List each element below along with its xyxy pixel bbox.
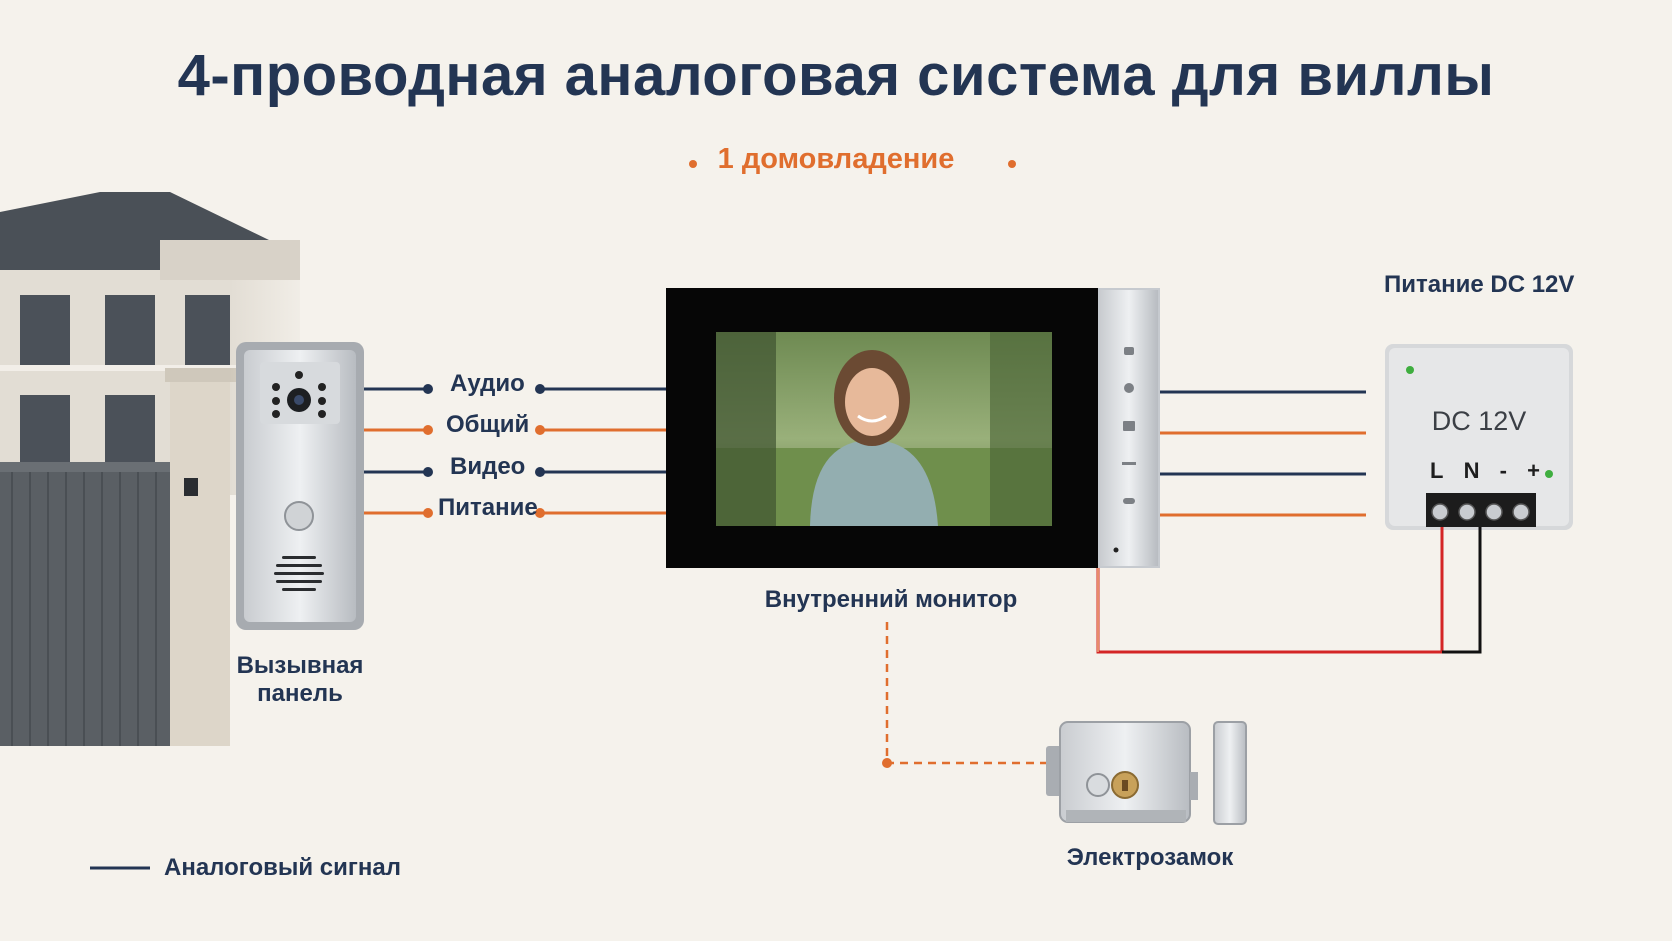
wire-label-video: Видео (450, 453, 526, 480)
lock-control-dashed-line (885, 622, 1048, 765)
wire-label-power: Питание (438, 494, 538, 521)
page-subtitle: 1 домовладение (717, 143, 955, 175)
wire-endpoints-left (423, 384, 545, 518)
person-silhouette (810, 440, 938, 526)
psu-terminal-plus: + (1527, 458, 1540, 483)
legend-label: Аналоговый сигнал (164, 854, 401, 881)
wire-label-common: Общий (446, 411, 530, 438)
call-panel-label: Вызывная панель (220, 652, 380, 708)
psu-terminal-n: N (1463, 458, 1480, 483)
call-panel-label-line1: Вызывная (236, 652, 364, 679)
dashed-line-endpoint (882, 758, 892, 768)
lock-label: Электрозамок (1066, 844, 1234, 871)
indoor-monitor-device (666, 288, 1160, 568)
call-panel-label-line2: панель (257, 680, 343, 707)
psu-terminal-labels: L N - + (1430, 458, 1540, 484)
power-supply-device (1385, 344, 1573, 530)
psu-terminal-l: L (1430, 458, 1444, 483)
wires-panel-to-monitor (364, 387, 666, 515)
subtitle-decoration (500, 160, 1200, 168)
call-panel-device (236, 342, 364, 630)
power-supply-label: Питание DC 12V (1384, 271, 1575, 298)
monitor-side-button-icons (1122, 347, 1136, 504)
psu-terminal-screws (1431, 503, 1530, 521)
dc-power-lines (1096, 527, 1482, 654)
monitor-label: Внутренний монитор (764, 586, 1018, 613)
wire-label-audio: Аудио (450, 370, 525, 397)
electric-lock-device (1046, 721, 1247, 825)
wires-monitor-to-psu (1160, 390, 1366, 517)
psu-terminal-minus: - (1499, 458, 1507, 483)
psu-text: DC 12V (1431, 406, 1527, 436)
page-title: 4-проводная аналоговая система для виллы (177, 43, 1495, 108)
